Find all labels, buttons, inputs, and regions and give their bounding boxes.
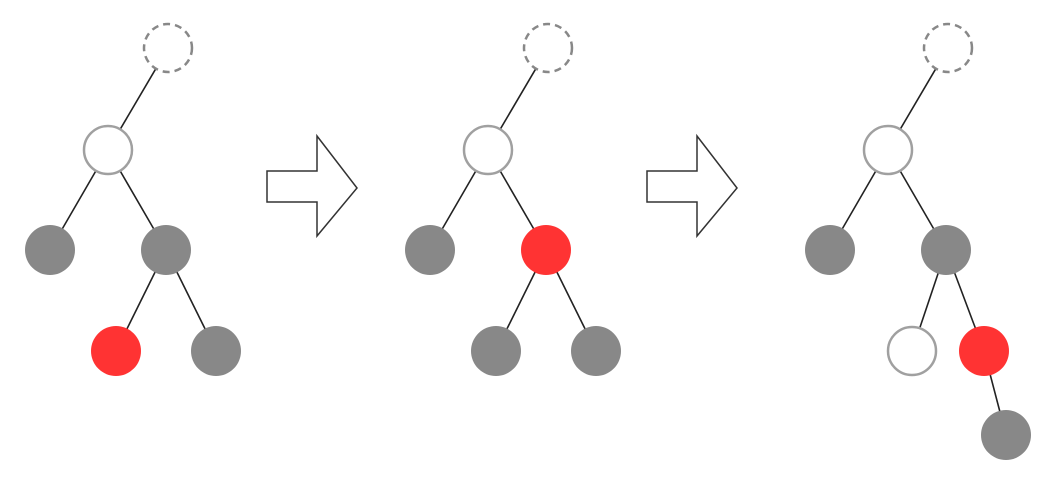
node-parent-dashed [142, 22, 194, 74]
edge-right-to-right-left [505, 270, 537, 331]
node-right-gray [921, 225, 971, 275]
node-right-right-gray [571, 326, 621, 376]
edge-root-to-right [898, 169, 936, 231]
edge-right-to-right-right [953, 271, 977, 330]
edge-right-right-to-right-right-child [989, 373, 1001, 413]
tree-step-3 [805, 22, 1031, 460]
tree-step-2 [405, 22, 621, 376]
node-root-white [82, 124, 134, 176]
block-arrow-right-icon [646, 133, 738, 239]
node-right-left-white [886, 325, 938, 377]
node-right-red [521, 225, 571, 275]
edge-root-to-left [840, 169, 878, 231]
edge-parent-to-root [498, 67, 538, 131]
node-right-gray [141, 225, 191, 275]
edge-right-to-right-left [918, 271, 940, 330]
node-root-white [862, 124, 914, 176]
block-arrow-right-icon [266, 133, 358, 239]
node-parent-dashed [922, 22, 974, 74]
node-right-right-red [959, 326, 1009, 376]
edge-root-to-right [118, 169, 156, 231]
tree-step-1 [25, 22, 241, 376]
edge-right-to-right-left [125, 270, 157, 331]
node-left-gray [805, 225, 855, 275]
node-right-left-gray [471, 326, 521, 376]
node-right-right-child-gray [981, 410, 1031, 460]
edge-parent-to-root [118, 67, 158, 131]
node-left-gray [25, 225, 75, 275]
node-parent-dashed [522, 22, 574, 74]
edge-root-to-left [440, 169, 478, 231]
edge-root-to-left [60, 169, 98, 231]
node-right-right-gray [191, 326, 241, 376]
edge-parent-to-root [898, 67, 938, 131]
node-left-gray [405, 225, 455, 275]
node-root-white [462, 124, 514, 176]
edge-root-to-right [498, 169, 536, 231]
edge-right-to-right-right [175, 270, 207, 331]
edge-right-to-right-right [555, 270, 587, 331]
node-right-left-red [91, 326, 141, 376]
